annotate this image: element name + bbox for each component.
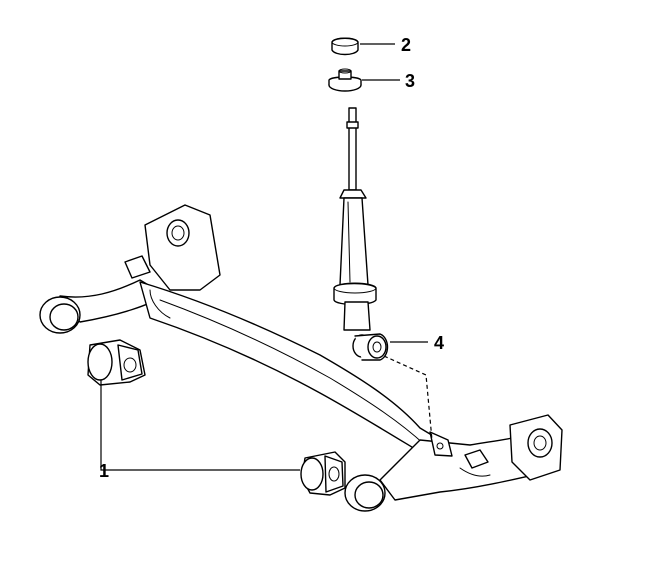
callout-1: 1 <box>99 461 109 481</box>
assembly-line <box>383 355 433 441</box>
upper-mount-part-3 <box>328 68 362 92</box>
cap-part-2 <box>331 37 359 56</box>
leader-line-1a <box>100 380 120 471</box>
bushing-part-1-installed <box>300 451 346 496</box>
callout-4: 4 <box>434 333 444 353</box>
shock-absorber-part-4 <box>333 107 389 361</box>
callout-3: 3 <box>405 71 415 91</box>
callout-2: 2 <box>401 35 411 55</box>
bushing-part-1-detached <box>87 339 146 386</box>
rear-axle-beam <box>39 204 563 512</box>
